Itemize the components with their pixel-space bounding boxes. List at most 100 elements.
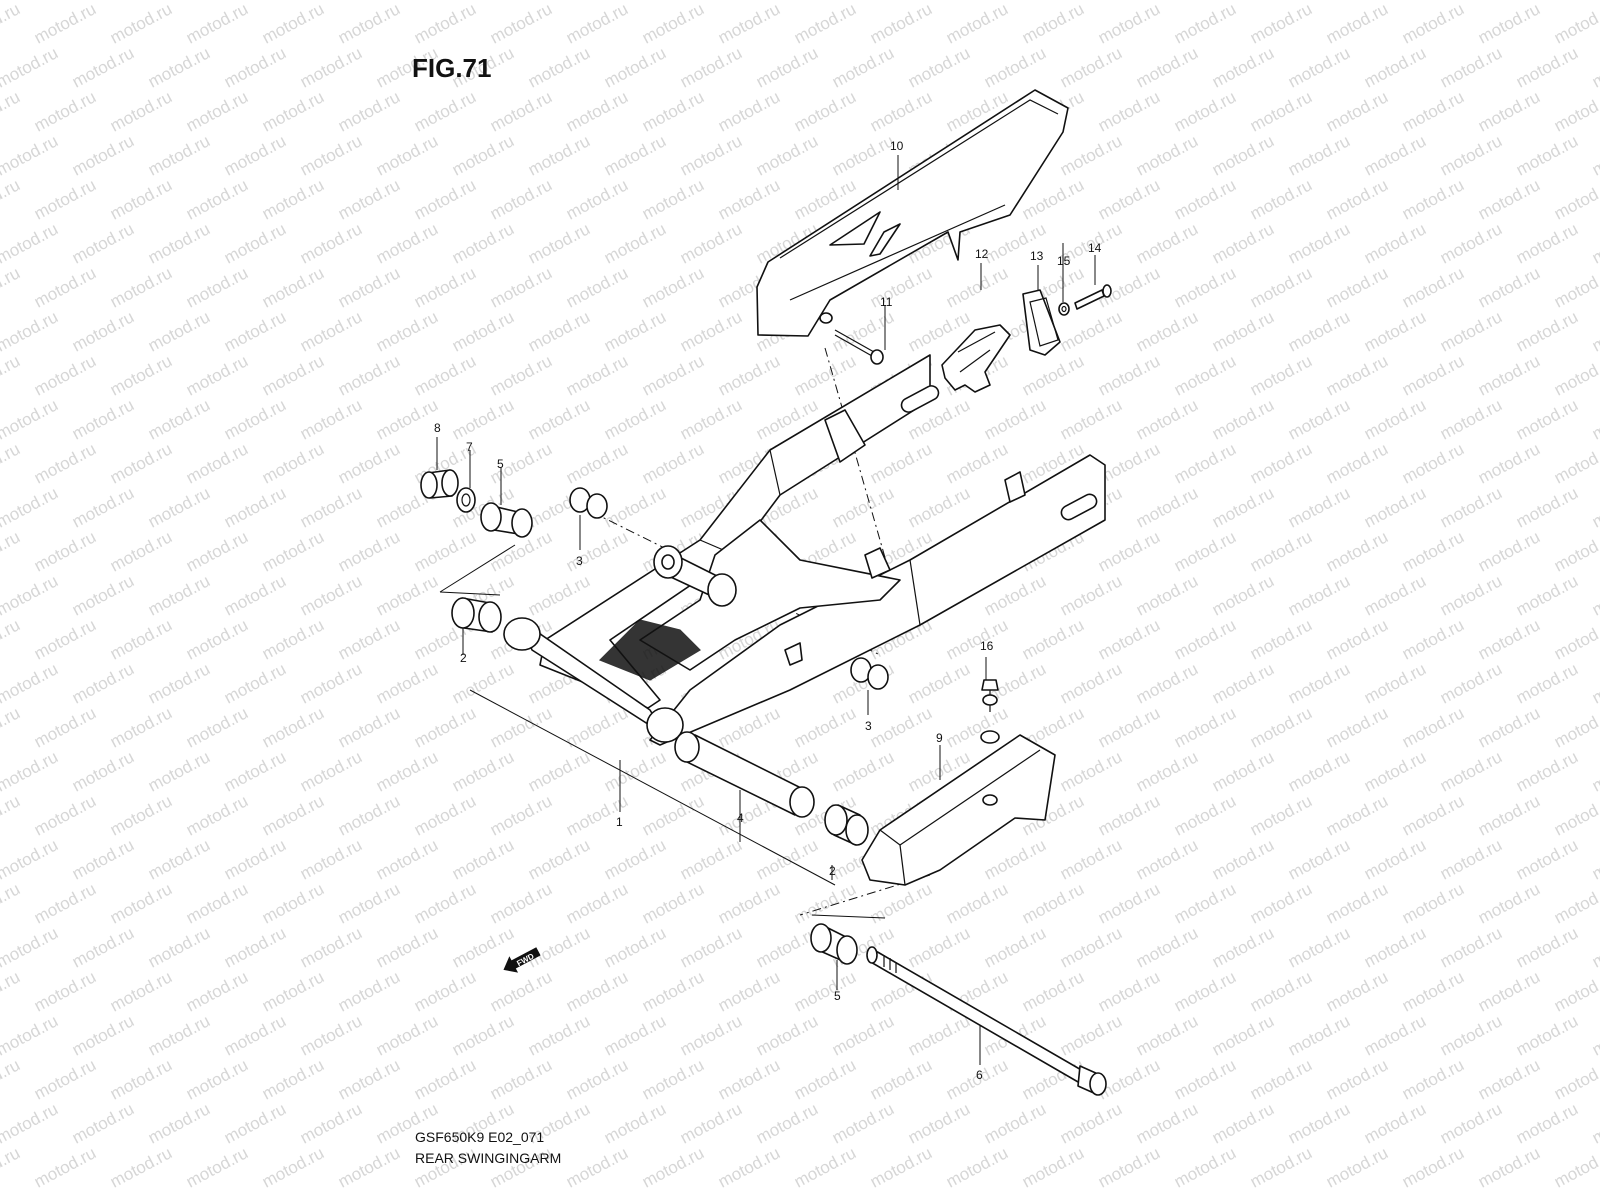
watermark-text: motod.ru — [107, 703, 175, 751]
watermark-text: motod.ru — [639, 175, 707, 223]
watermark-text: motod.ru — [145, 0, 213, 4]
watermark-text: motod.ru — [1589, 1099, 1600, 1147]
watermark-text: motod.ru — [1437, 923, 1505, 971]
watermark-text: motod.ru — [715, 1143, 783, 1191]
watermark-text: motod.ru — [677, 395, 745, 443]
watermark-text: motod.ru — [753, 923, 821, 971]
watermark-text: motod.ru — [1475, 439, 1543, 487]
watermark-text: motod.ru — [0, 791, 23, 839]
watermark-text: motod.ru — [145, 43, 213, 91]
watermark-text: motod.ru — [31, 879, 99, 927]
watermark-text: motod.ru — [1399, 615, 1467, 663]
watermark-text: motod.ru — [1399, 1143, 1467, 1191]
watermark-text: motod.ru — [221, 131, 289, 179]
watermark-text: motod.ru — [411, 703, 479, 751]
watermark-text: motod.ru — [31, 967, 99, 1015]
watermark-text: motod.ru — [449, 747, 517, 795]
watermark-text: motod.ru — [1285, 43, 1353, 91]
watermark-text: motod.ru — [753, 0, 821, 4]
watermark-text: motod.ru — [259, 967, 327, 1015]
watermark-text: motod.ru — [373, 923, 441, 971]
watermark-text: motod.ru — [1285, 307, 1353, 355]
watermark-text: motod.ru — [753, 43, 821, 91]
watermark-text: motod.ru — [297, 1011, 365, 1059]
watermark-text: motod.ru — [525, 307, 593, 355]
watermark-text: motod.ru — [1437, 43, 1505, 91]
watermark-text: motod.ru — [0, 439, 23, 487]
watermark-text: motod.ru — [221, 483, 289, 531]
watermark-text: motod.ru — [1513, 747, 1581, 795]
watermark-text: motod.ru — [335, 1055, 403, 1103]
watermark-text: motod.ru — [563, 439, 631, 487]
watermark-text: motod.ru — [297, 483, 365, 531]
watermark-text: motod.ru — [1133, 395, 1201, 443]
watermark-text: motod.ru — [601, 219, 669, 267]
watermark-text: motod.ru — [525, 747, 593, 795]
watermark-text: motod.ru — [31, 175, 99, 223]
watermark-text: motod.ru — [867, 879, 935, 927]
watermark-text: motod.ru — [0, 43, 61, 91]
watermark-text: motod.ru — [107, 1055, 175, 1103]
watermark-text: motod.ru — [221, 1011, 289, 1059]
watermark-text: motod.ru — [1171, 0, 1239, 48]
watermark-text: motod.ru — [715, 0, 783, 48]
watermark-text: motod.ru — [1551, 1143, 1600, 1191]
watermark-text: motod.ru — [0, 1011, 61, 1059]
watermark-text: motod.ru — [1399, 175, 1467, 223]
watermark-text: motod.ru — [563, 879, 631, 927]
watermark-text: motod.ru — [905, 43, 973, 91]
watermark-text: motod.ru — [1133, 1011, 1201, 1059]
watermark-text: motod.ru — [601, 835, 669, 883]
watermark-text: motod.ru — [0, 659, 61, 707]
watermark-text: motod.ru — [335, 351, 403, 399]
watermark-text: motod.ru — [1551, 967, 1600, 1015]
watermark-text: motod.ru — [487, 791, 555, 839]
watermark-text: motod.ru — [715, 351, 783, 399]
watermark-text: motod.ru — [677, 43, 745, 91]
swingarm-part-1 — [503, 354, 1106, 746]
watermark-text: motod.ru — [1437, 131, 1505, 179]
watermark-text: motod.ru — [1133, 131, 1201, 179]
watermark-text: motod.ru — [487, 351, 555, 399]
watermark-text: motod.ru — [1323, 1055, 1391, 1103]
watermark-text: motod.ru — [753, 1099, 821, 1147]
watermark-text: motod.ru — [677, 219, 745, 267]
watermark-text: motod.ru — [1361, 1099, 1429, 1147]
watermark-text: motod.ru — [1209, 571, 1277, 619]
watermark-text: motod.ru — [0, 395, 61, 443]
chain-case-part-10 — [756, 89, 1069, 337]
watermark-text: motod.ru — [1323, 527, 1391, 575]
watermark-text: motod.ru — [107, 791, 175, 839]
watermark-text: motod.ru — [639, 1143, 707, 1191]
watermark-text: motod.ru — [335, 1143, 403, 1191]
watermark-text: motod.ru — [1019, 879, 1087, 927]
watermark-text: motod.ru — [411, 87, 479, 135]
watermark-text: motod.ru — [1019, 351, 1087, 399]
watermark-text: motod.ru — [221, 0, 289, 4]
watermark-text: motod.ru — [1551, 791, 1600, 839]
watermark-text: motod.ru — [1589, 395, 1600, 443]
watermark-text: motod.ru — [107, 527, 175, 575]
watermark-text: motod.ru — [1057, 131, 1125, 179]
watermark-text: motod.ru — [1513, 307, 1581, 355]
watermark-text: motod.ru — [487, 0, 555, 48]
watermark-text: motod.ru — [1057, 0, 1125, 4]
watermark-text: motod.ru — [791, 0, 859, 48]
callout-2-left: 2 — [460, 651, 467, 665]
watermark-text: motod.ru — [335, 87, 403, 135]
watermark-text: motod.ru — [183, 879, 251, 927]
watermark-text: motod.ru — [1133, 1099, 1201, 1147]
watermark-text: motod.ru — [373, 571, 441, 619]
watermark-text: motod.ru — [1057, 571, 1125, 619]
watermark-text: motod.ru — [1133, 923, 1201, 971]
callout-9: 9 — [936, 731, 943, 745]
watermark-text: motod.ru — [981, 923, 1049, 971]
watermark-text: motod.ru — [1209, 747, 1277, 795]
watermark-text: motod.ru — [1285, 1011, 1353, 1059]
watermark-text: motod.ru — [525, 923, 593, 971]
watermark-text: motod.ru — [1551, 87, 1600, 135]
watermark-text: motod.ru — [639, 263, 707, 311]
watermark-text: motod.ru — [449, 219, 517, 267]
watermark-text: motod.ru — [335, 703, 403, 751]
watermark-text: motod.ru — [373, 1011, 441, 1059]
